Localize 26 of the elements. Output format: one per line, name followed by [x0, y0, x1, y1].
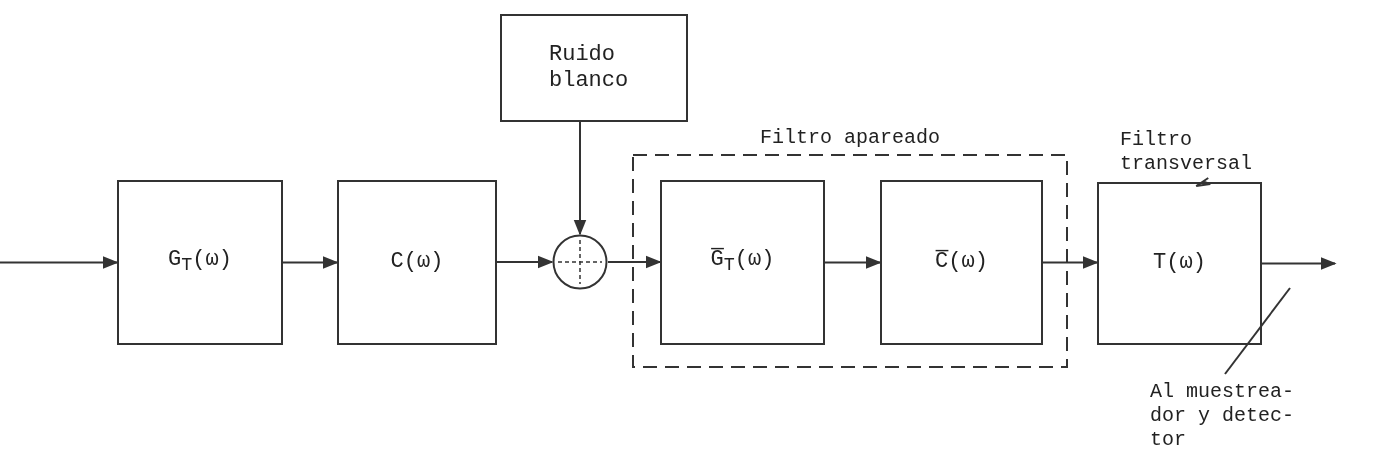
annotation-text: Al muestrea- dor y detec- tor — [1150, 380, 1296, 452]
formula-label: G̅$_{T}$(ω) — [710, 247, 775, 278]
formula-label: T(ω) — [1153, 250, 1206, 277]
dashed-group-box — [632, 126, 1068, 368]
arrow — [0, 256, 119, 269]
arrow — [573, 121, 587, 236]
transfer-function-box — [337, 180, 497, 345]
arrow — [607, 255, 662, 269]
annotation-text: Filtro transversal — [1120, 128, 1254, 176]
summing-junction — [552, 234, 608, 290]
arrow — [496, 255, 554, 269]
leader-line — [1195, 177, 1212, 187]
noise-source-box — [500, 14, 688, 122]
arrow — [1042, 256, 1099, 269]
formula-label: C̅(ω) — [935, 249, 988, 276]
transfer-function-box — [1097, 182, 1262, 345]
transfer-function-box — [880, 180, 1043, 345]
formula-label: C(ω) — [390, 249, 444, 276]
arrow — [282, 256, 339, 269]
leader-line — [1224, 287, 1291, 375]
formula-label: Ruido blanco — [549, 41, 630, 95]
transfer-function-box — [660, 180, 825, 345]
arrow — [824, 256, 882, 269]
formula-label: G$_{T}$(ω) — [168, 247, 232, 278]
arrow — [1261, 257, 1337, 270]
transfer-function-box — [117, 180, 283, 345]
